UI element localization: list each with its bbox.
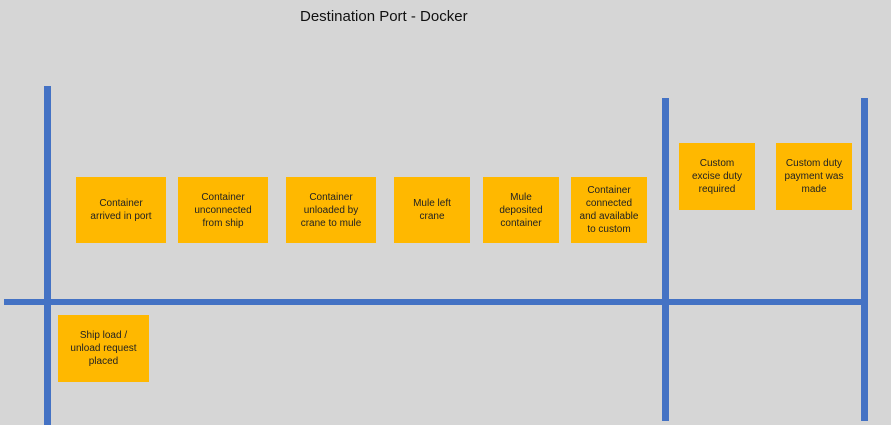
vertical-divider-right: [861, 98, 868, 421]
sticky-container-connected[interactable]: Container connected and available to cus…: [571, 177, 647, 243]
horizontal-timeline: [4, 299, 865, 305]
sticky-container-unloaded[interactable]: Container unloaded by crane to mule: [286, 177, 376, 243]
sticky-mule-deposited[interactable]: Mule deposited container: [483, 177, 559, 243]
sticky-ship-request[interactable]: Ship load / unload request placed: [58, 315, 149, 382]
diagram-title: Destination Port - Docker: [300, 8, 468, 25]
vertical-divider-left: [44, 86, 51, 425]
sticky-custom-excise-duty[interactable]: Custom excise duty required: [679, 143, 755, 210]
vertical-divider-middle: [662, 98, 669, 421]
sticky-container-arrived[interactable]: Container arrived in port: [76, 177, 166, 243]
sticky-custom-duty-paid[interactable]: Custom duty payment was made: [776, 143, 852, 210]
sticky-mule-left-crane[interactable]: Mule left crane: [394, 177, 470, 243]
sticky-container-unconnected[interactable]: Container unconnected from ship: [178, 177, 268, 243]
